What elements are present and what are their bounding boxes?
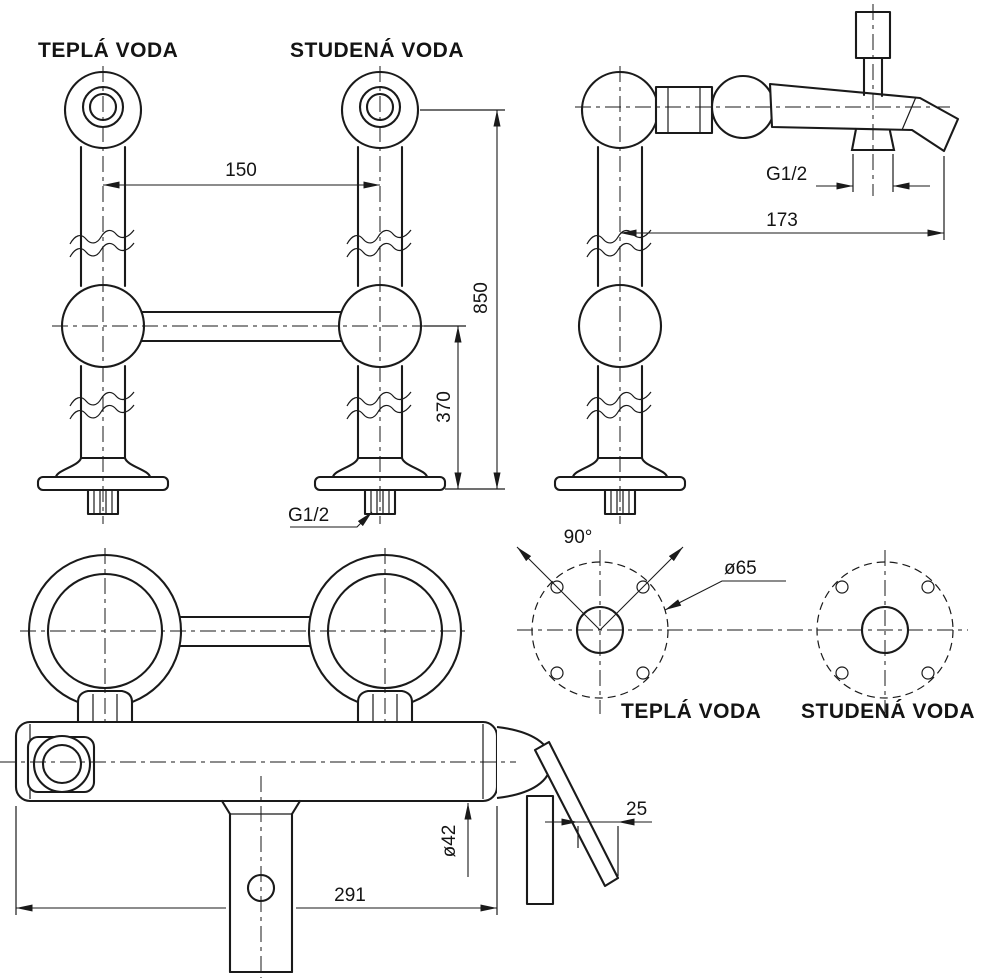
top-cold-label: STUDENÁ VODA (801, 700, 975, 723)
front-cold-label: STUDENÁ VODA (290, 39, 464, 62)
dimensions (15, 109, 945, 915)
front-view (38, 72, 445, 514)
lever-handle (533, 740, 620, 888)
dim-90deg: 90° (564, 527, 593, 548)
thread-label-front: G1/2 (288, 505, 329, 526)
dim-150: 150 (225, 160, 257, 181)
dim-291: 291 (334, 885, 366, 906)
hex-connector (654, 85, 714, 135)
mixer-body-side (768, 82, 960, 153)
top-hot-label: TEPLÁ VODA (621, 700, 761, 723)
annotations: TEPLÁ VODA STUDENÁ VODA 150 850 370 G1/2… (38, 39, 975, 906)
diameter-leader (664, 580, 786, 611)
dim-370: 370 (434, 391, 455, 423)
front-hot-label: TEPLÁ VODA (38, 39, 178, 62)
handle-grip (525, 794, 555, 906)
centerlines (0, 4, 968, 978)
shower-outlet (850, 127, 896, 152)
angle-line-left (516, 546, 601, 631)
angle-line-right (599, 546, 684, 631)
dim-173: 173 (766, 210, 798, 231)
dim-850: 850 (471, 282, 492, 314)
thread-label-side: G1/2 (766, 164, 807, 185)
dim-25: 25 (626, 799, 647, 820)
thread-leader-front (290, 511, 373, 528)
dim-65: ø65 (724, 558, 757, 579)
dim-42: ø42 (439, 825, 460, 858)
side-view (555, 10, 960, 514)
assembled-front-view (14, 553, 620, 974)
